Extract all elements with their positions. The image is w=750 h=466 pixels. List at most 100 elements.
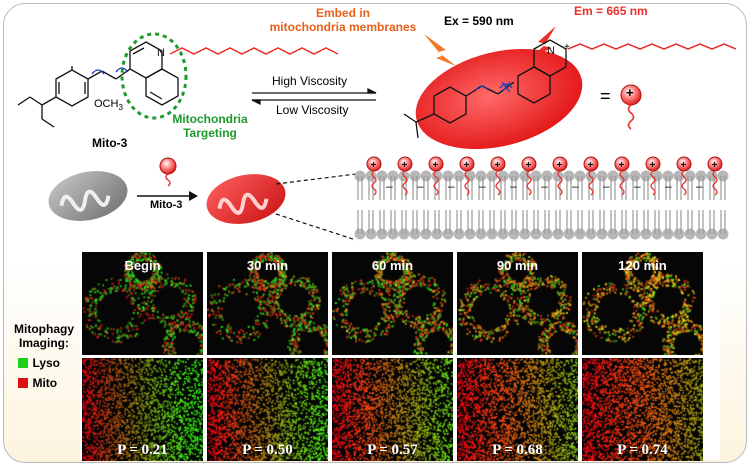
lipid-tail xyxy=(566,176,572,200)
lipid-head xyxy=(420,228,432,240)
lipid-tail xyxy=(522,210,528,234)
lipid-head xyxy=(629,228,641,240)
lipid-head xyxy=(453,228,465,240)
probe-tail-icon xyxy=(165,173,171,187)
lipid-tail xyxy=(544,210,550,234)
lipid-head xyxy=(442,228,454,240)
membrane-charge: – xyxy=(417,179,424,193)
probe-tail-icon xyxy=(627,104,635,130)
probe-charge: + xyxy=(712,160,718,171)
probe-charge: + xyxy=(588,160,594,171)
lipid-tail xyxy=(610,176,616,200)
lipid-tail xyxy=(533,210,539,234)
probe-tail-icon xyxy=(650,170,656,196)
probe-charge: + xyxy=(650,160,656,171)
pearson-coefficient: P = 0.74 xyxy=(617,442,668,458)
probe-tail-icon xyxy=(526,170,532,196)
lipid-head xyxy=(717,228,729,240)
lipid-tail xyxy=(555,176,561,200)
lipid-head xyxy=(596,170,608,182)
lipid-tail xyxy=(621,176,627,200)
lipid-tail xyxy=(357,176,363,200)
lipid-head xyxy=(662,228,674,240)
targeting-line2: Targeting xyxy=(183,126,237,140)
lipid-tail xyxy=(599,210,605,234)
colocalization-panel: P = 0.21 xyxy=(82,358,203,461)
lipid-head xyxy=(508,228,520,240)
lipid-tail xyxy=(621,210,627,234)
viscous-probe-ellipse xyxy=(415,48,583,150)
lipid-tail xyxy=(434,210,440,234)
mito3-structure xyxy=(17,41,179,128)
probe-tail-icon xyxy=(712,170,718,196)
lipid-tail xyxy=(379,210,385,234)
lipid-tail xyxy=(698,176,704,200)
membrane-charge: – xyxy=(572,179,579,193)
ring-charge: + xyxy=(564,42,570,53)
lipid-head xyxy=(717,170,729,182)
lipid-head xyxy=(519,170,531,182)
embed-label: Embed in mitochondria membranes xyxy=(258,6,428,34)
lipid-tail xyxy=(357,210,363,234)
lipid-head xyxy=(706,228,718,240)
probe-tail-icon xyxy=(402,170,408,196)
lipid-head xyxy=(695,228,707,240)
staining-arrowhead xyxy=(189,191,198,201)
figure-frame: N xyxy=(3,3,747,463)
probe-charge: + xyxy=(557,160,563,171)
lipid-tail xyxy=(423,210,429,234)
probe-charge: + xyxy=(495,160,501,171)
probe-structure-right xyxy=(403,39,567,139)
lipid-tail xyxy=(368,210,374,234)
lipid-tail xyxy=(445,210,451,234)
lipid-head xyxy=(475,170,487,182)
staining-arrow-label: Mito-3 xyxy=(150,199,183,211)
lipid-head xyxy=(519,228,531,240)
emission-label: Em = 665 nm xyxy=(574,4,648,18)
probe-charge: + xyxy=(402,160,408,171)
pearson-coefficient: P = 0.21 xyxy=(117,442,168,458)
cell-image-panel: 30 min xyxy=(207,252,328,355)
lipid-head xyxy=(376,170,388,182)
lipid-head xyxy=(651,228,663,240)
lyso-label: Lyso xyxy=(32,355,61,370)
lipid-head xyxy=(640,228,652,240)
lipid-tail xyxy=(456,210,462,234)
cell-image xyxy=(332,252,453,355)
lipid-head xyxy=(541,170,553,182)
lipid-head xyxy=(376,228,388,240)
lipid-head xyxy=(431,228,443,240)
lipid-head xyxy=(530,228,542,240)
lipid-tail xyxy=(643,210,649,234)
targeting-ellipse xyxy=(120,32,188,120)
substituent-sub: 3 xyxy=(118,103,123,113)
probe-nitrogen-right: N xyxy=(547,45,555,57)
probe-tail-icon xyxy=(464,170,470,196)
lipid-tail xyxy=(412,176,418,200)
timepoint-label: 120 min xyxy=(618,258,667,273)
probe-charge: + xyxy=(464,160,470,171)
lipid-tail xyxy=(632,210,638,234)
probe-charge: + xyxy=(619,160,625,171)
lipid-head xyxy=(354,170,366,182)
targeting-line1: Mitochondria xyxy=(172,112,248,126)
lipid-tail xyxy=(401,176,407,200)
colocalization-panel: P = 0.68 xyxy=(457,358,578,461)
cell-image-panel: Begin xyxy=(82,252,203,355)
lipid-tail xyxy=(544,176,550,200)
pearson-coefficient: P = 0.57 xyxy=(367,442,418,458)
membrane-charge: – xyxy=(479,179,486,193)
lipid-head xyxy=(607,228,619,240)
lipid-tail xyxy=(379,176,385,200)
lipid-tail xyxy=(390,210,396,234)
lipid-head xyxy=(508,170,520,182)
low-viscosity-label: Low Viscosity xyxy=(276,103,349,117)
membrane-charge: – xyxy=(541,179,548,193)
membrane-charge: – xyxy=(603,179,610,193)
lipid-head xyxy=(618,170,630,182)
lipid-head xyxy=(629,170,641,182)
embed-label-line1: Embed in xyxy=(315,6,370,20)
blocked-rotation-cross xyxy=(501,81,511,93)
legend-item-mito: Mito xyxy=(18,374,80,392)
